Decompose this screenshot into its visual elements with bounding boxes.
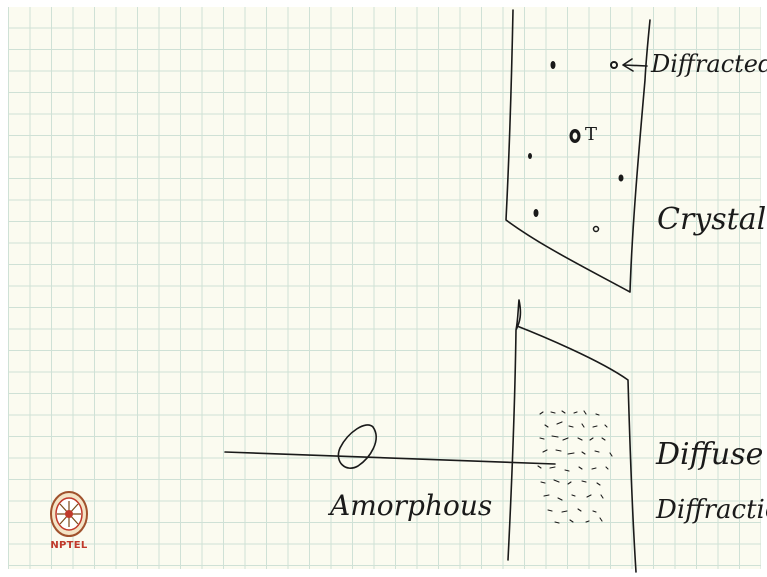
diffraction-spot — [619, 175, 624, 182]
crystal-label: Crystal — [657, 205, 766, 235]
diffracted-arrow — [623, 59, 647, 71]
incident-beam-line — [225, 452, 555, 464]
diffuse-scatter-marks — [538, 411, 612, 523]
diffraction-spot — [594, 227, 599, 232]
diffraction-label: Diffraction — [656, 497, 767, 523]
diffuse-screen-outline — [508, 300, 636, 572]
transmitted-label: T — [585, 126, 597, 144]
diffraction-spot — [551, 61, 556, 69]
transmitted-spot-core — [573, 133, 578, 140]
diffraction-spot — [611, 62, 617, 68]
diffraction-spot — [534, 209, 539, 217]
amorphous-sample — [338, 425, 376, 468]
diffracted-label: Diffracted — [651, 52, 767, 76]
diffuse-label: Diffuse — [656, 440, 763, 470]
nptel-logo: NPTEL — [48, 488, 90, 554]
diffraction-spot — [528, 153, 532, 159]
nptel-logo-text: NPTEL — [48, 540, 90, 551]
nptel-emblem-icon — [48, 488, 90, 540]
crystal-screen-outline — [506, 10, 650, 292]
amorphous-label: Amorphous — [330, 492, 492, 520]
